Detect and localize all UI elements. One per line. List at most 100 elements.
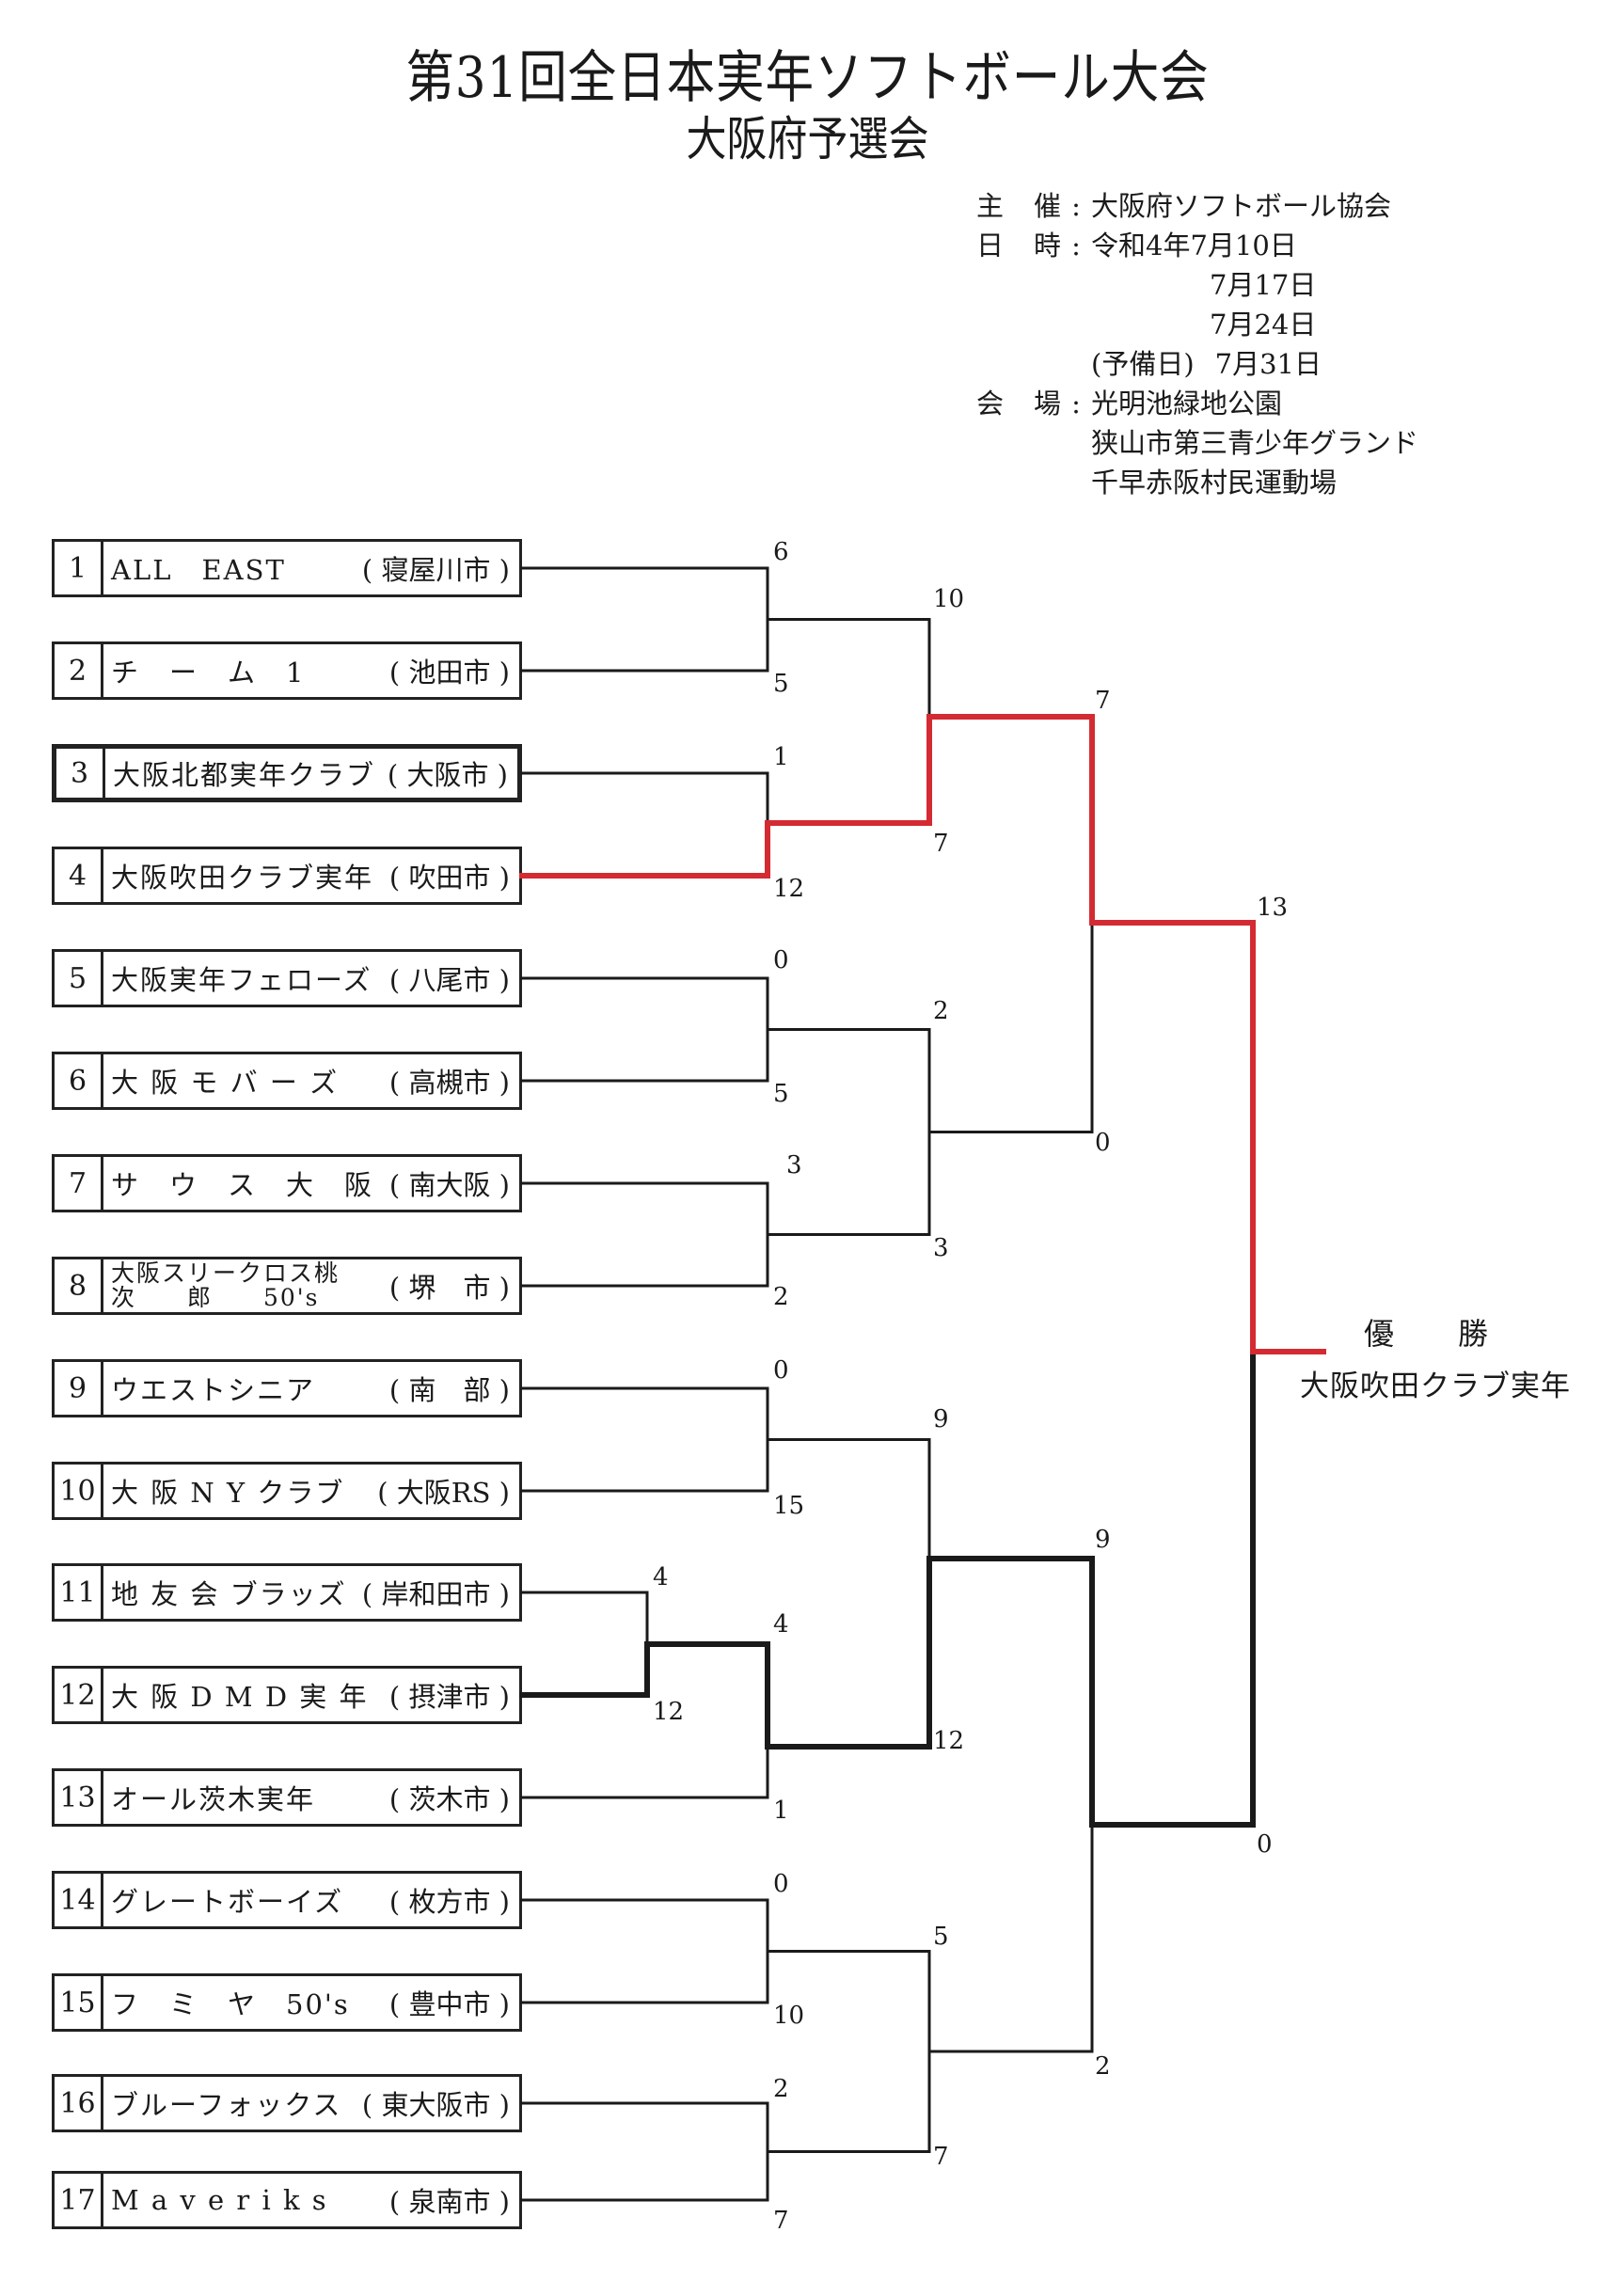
- team-name-cell: M a v e r i k s( 泉南市 ): [103, 2180, 519, 2220]
- team-seed: 5: [55, 952, 103, 1005]
- date-row: 日時 : 令和4年7月10日: [976, 226, 1418, 265]
- bracket-match-line: [520, 976, 769, 1083]
- champion-label: 優 勝: [1364, 1316, 1506, 1352]
- winner-path-line: [1089, 920, 1256, 1354]
- team-name-cell: グレートボーイズ ( 枚方市 ): [103, 1880, 519, 1920]
- match-score: 2: [773, 2075, 789, 2103]
- team-city: ( 吹田市 ): [388, 862, 510, 894]
- team-name-cell: 大 阪 モ バ ー ズ( 高槻市 ): [103, 1061, 519, 1100]
- team-name-cell: 大阪吹田クラブ実年( 吹田市 ): [103, 856, 519, 895]
- match-score: 2: [933, 997, 949, 1025]
- match-score: 1: [773, 743, 789, 771]
- match-score: 12: [773, 875, 805, 903]
- team-city: ( 枚方市 ): [388, 1886, 510, 1918]
- team-city: ( 岸和田市 ): [361, 1578, 510, 1610]
- match-score: 5: [773, 1080, 789, 1108]
- team-name-cell: 大阪実年フェローズ ( 八尾市 ): [103, 958, 519, 998]
- label-char: 時: [1033, 230, 1061, 261]
- team-seed: 15: [55, 1976, 103, 2029]
- team-name: M a v e r i k s: [111, 2184, 328, 2216]
- team-name: 大 阪 N Y クラブ: [111, 1477, 345, 1509]
- team-seed: 4: [55, 849, 103, 902]
- match-score: 2: [1095, 2052, 1111, 2081]
- team-name-cell: 大阪スリークロス桃 次 郎 50's( 堺 市 ): [103, 1261, 519, 1310]
- advance-path-line: [644, 1641, 770, 1750]
- team-city: ( 高槻市 ): [388, 1067, 510, 1099]
- team-name-cell: 大阪北都実年クラブ( 大阪市 ): [105, 753, 517, 793]
- match-score: 0: [1257, 1830, 1273, 1859]
- bracket-match-line: [520, 1745, 769, 1799]
- team-city: ( 池田市 ): [388, 657, 510, 689]
- team-seed: 10: [55, 1465, 103, 1517]
- winner-path-line: [765, 714, 932, 826]
- organizer: 大阪府ソフトボール協会: [1091, 190, 1392, 222]
- team-city: ( 八尾市 ): [388, 964, 510, 996]
- label-char: 主: [976, 190, 1005, 222]
- team-name: チ ー ム 1: [111, 657, 306, 689]
- match-score: 0: [773, 1356, 789, 1385]
- team-name: 大阪スリークロス桃 次 郎 50's: [111, 1261, 340, 1310]
- team-city: ( 南 部 ): [388, 1374, 510, 1406]
- team-name: フ ミ ヤ 50's: [111, 1988, 350, 2020]
- colon: :: [1071, 230, 1081, 261]
- match-score: 13: [1257, 894, 1289, 922]
- team-name: オール茨木実年: [111, 1783, 316, 1815]
- page-subtitle: 大阪府予選会: [686, 112, 929, 166]
- team-seed: 17: [55, 2174, 103, 2226]
- bracket-match-line: [520, 2101, 769, 2202]
- team-name: グレートボーイズ: [111, 1886, 344, 1918]
- team-seed: 11: [55, 1566, 103, 1619]
- match-score: 7: [1095, 687, 1111, 715]
- venue-2: 狭山市第三青少年グランド: [1091, 427, 1419, 459]
- team-name-cell: 大 阪 D M D 実 年( 摂津市 ): [103, 1675, 519, 1715]
- team-name-cell: 大 阪 N Y クラブ( 大阪RS ): [103, 1471, 519, 1511]
- match-score: 3: [933, 1234, 949, 1262]
- reserve-date: 7月31日: [1214, 348, 1322, 380]
- team-name: 大阪実年フェローズ: [111, 964, 372, 996]
- colon: :: [1071, 388, 1081, 420]
- organizer-row: 主催 : 大阪府ソフトボール協会: [976, 186, 1418, 226]
- match-score: 9: [933, 1405, 949, 1433]
- team-city: ( 茨木市 ): [388, 1783, 510, 1815]
- team-name: ALL EAST: [111, 554, 286, 586]
- team-name: 大阪北都実年クラブ: [113, 759, 376, 791]
- bracket-match-line: [520, 771, 769, 825]
- colon: :: [1071, 190, 1081, 222]
- bracket-match-line: [520, 1591, 649, 1646]
- reserve-row: (予備日) 7月31日: [976, 344, 1418, 384]
- label-char: 催: [1033, 190, 1061, 222]
- team-name-cell: チ ー ム 1 ( 池田市 ): [103, 651, 519, 690]
- team-seed: 16: [55, 2077, 103, 2130]
- team-name: サ ウ ス 大 阪: [111, 1169, 374, 1201]
- bracket-match-line: [766, 1438, 931, 1560]
- match-score: 7: [933, 2143, 949, 2171]
- team-name-cell: フ ミ ヤ 50's( 豊中市 ): [103, 1983, 519, 2022]
- team-seed: 9: [55, 1362, 103, 1415]
- winner-path-line: [519, 820, 770, 879]
- team-seed: 1: [55, 542, 103, 594]
- match-score: 4: [653, 1563, 669, 1591]
- team-city: ( 東大阪市 ): [361, 2089, 510, 2121]
- match-score: 7: [933, 830, 949, 858]
- bracket-match-line: [927, 921, 1094, 1133]
- match-score: 0: [773, 1870, 789, 1898]
- date-3: 7月24日: [1210, 309, 1317, 340]
- bracket-match-line: [520, 1898, 769, 2004]
- advance-path-line: [765, 1556, 932, 1750]
- team-city: ( 摂津市 ): [388, 1681, 510, 1713]
